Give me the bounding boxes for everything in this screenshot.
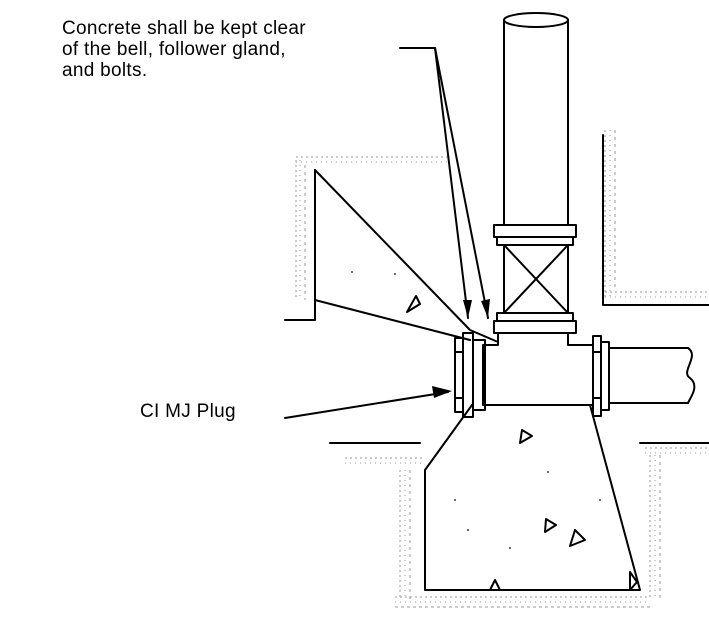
right-mj-bell — [592, 335, 610, 417]
concrete-note-line-3: and bolts. — [62, 60, 148, 81]
trench-upper-right — [602, 134, 709, 306]
gate-valve — [493, 224, 577, 334]
lower-thrust-block — [424, 404, 641, 591]
concrete-note-line-2: of the bell, follower gland, — [62, 39, 286, 60]
trench-upper-left — [284, 169, 316, 321]
plug-note-leader — [284, 386, 452, 419]
soil-hatch-upper-left — [295, 156, 450, 300]
soil-hatch-bottom — [395, 596, 650, 608]
concrete-note-leader — [399, 47, 490, 319]
soil-hatch-lower-left — [345, 457, 425, 600]
upper-thrust-block — [314, 169, 499, 343]
horizontal-main-pipe — [608, 347, 696, 404]
concrete-note-line-1: Concrete shall be kept clear — [62, 18, 306, 39]
concrete-speckle — [351, 271, 601, 549]
concrete-aggregate-marks — [406, 295, 638, 591]
left-mj-bell — [454, 332, 486, 418]
vertical-riser-pipe — [503, 12, 569, 226]
tee-fitting — [482, 332, 594, 406]
soil-hatch-lower-right — [645, 447, 709, 600]
concrete-clearance-note: Concrete shall be kept clear of the bell… — [62, 18, 306, 81]
ci-mj-plug-label: CI MJ Plug — [140, 401, 236, 422]
soil-hatch-upper-right — [604, 130, 709, 300]
